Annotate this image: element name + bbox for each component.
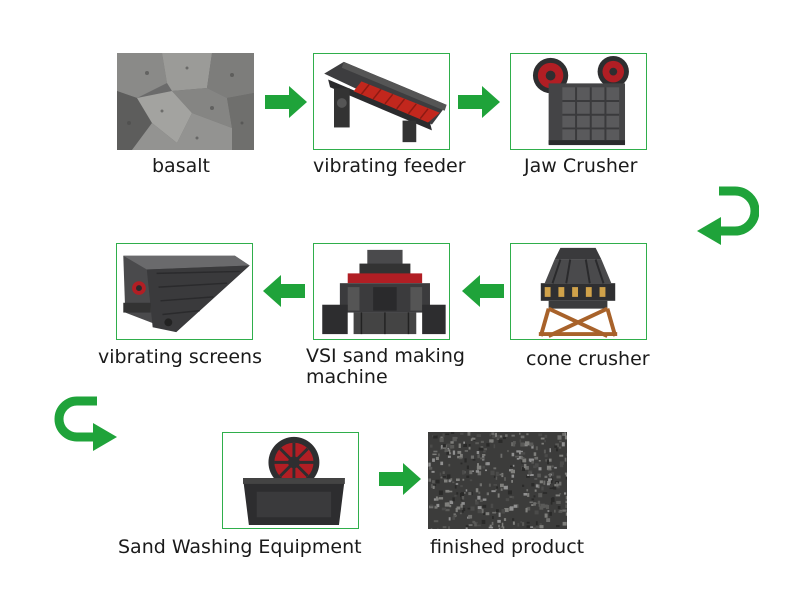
step-label-vibrating-screens: vibrating screens bbox=[98, 346, 262, 368]
vibrating-feeder-image bbox=[324, 61, 447, 143]
vsi-sand-making-machine-card bbox=[313, 243, 450, 340]
u-turn-left-arrow-icon bbox=[697, 183, 759, 245]
step-label-vsi-line2: machine bbox=[306, 366, 388, 388]
jaw-crusher-card bbox=[510, 53, 647, 150]
cone-crusher-card bbox=[510, 243, 647, 340]
step-label-cone-crusher: cone crusher bbox=[526, 348, 650, 370]
vibrating-feeder-card bbox=[313, 53, 450, 150]
step-label-vsi-line1: VSI sand making bbox=[306, 345, 465, 367]
jaw-crusher-image bbox=[532, 55, 629, 146]
cone-crusher-image bbox=[538, 247, 618, 338]
step-label-finished-product: finished product bbox=[430, 536, 585, 558]
u-turn-right-arrow-icon bbox=[53, 393, 117, 453]
finished-product-image bbox=[428, 432, 567, 529]
step-label-vibrating-feeder: vibrating feeder bbox=[313, 155, 466, 177]
right-arrow-icon bbox=[265, 86, 307, 118]
right-arrow-icon bbox=[458, 86, 500, 118]
step-label-jaw-crusher: Jaw Crusher bbox=[524, 155, 638, 177]
basalt-rock-image bbox=[117, 53, 254, 150]
vibrating-screen-image bbox=[123, 255, 250, 333]
basalt-image bbox=[117, 53, 254, 150]
right-arrow-icon bbox=[379, 463, 421, 495]
left-arrow-icon bbox=[462, 275, 504, 307]
step-label-sand-washing-equipment: Sand Washing Equipment bbox=[118, 536, 362, 558]
vibrating-screens-card bbox=[116, 243, 253, 340]
vsi-sand-making-machine-image bbox=[322, 249, 446, 335]
finished-gravel-image bbox=[428, 432, 567, 529]
step-label-basalt: basalt bbox=[152, 155, 210, 177]
sand-washing-equipment-card bbox=[222, 432, 359, 529]
sand-washing-equipment-image bbox=[243, 436, 345, 526]
left-arrow-icon bbox=[263, 275, 305, 307]
